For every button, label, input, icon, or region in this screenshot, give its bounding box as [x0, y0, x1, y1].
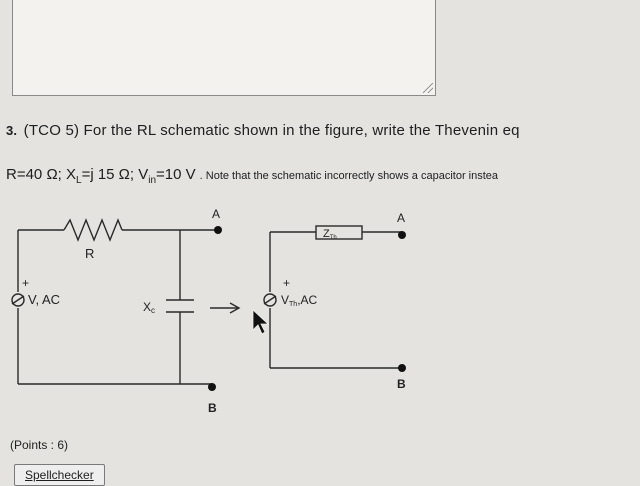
left-terminal-a-label: A — [212, 207, 220, 221]
left-terminal-b-label: B — [208, 401, 217, 415]
question-number: 3. — [6, 123, 18, 138]
schematic-note: . Note that the schematic incorrectly sh… — [199, 170, 499, 182]
points-label: (Points : 6) — [10, 438, 69, 452]
left-source-plus: + — [22, 276, 29, 290]
given-voltage: =10 V — [156, 166, 196, 183]
right-terminal-a-label: A — [397, 211, 405, 225]
capacitor-plates — [166, 299, 194, 313]
right-source-label: VTh,AC — [281, 293, 318, 308]
resistor-label: R — [85, 246, 94, 261]
left-ac-source — [11, 293, 25, 307]
right-terminal-b-label: B — [397, 377, 406, 391]
resistor-symbol — [63, 218, 123, 242]
capacitor-label: Xc — [143, 300, 155, 315]
question-prompt: (TCO 5) For the RL schematic shown in th… — [23, 122, 520, 139]
left-terminal-a — [214, 226, 222, 234]
spellchecker-button[interactable]: Spellchecker — [14, 464, 105, 486]
given-resistance: R=40 Ω; X — [6, 166, 76, 183]
textarea-resize-handle[interactable] — [423, 83, 433, 93]
right-terminal-a — [398, 231, 406, 239]
question-text: 3. (TCO 5) For the RL schematic shown in… — [6, 122, 520, 139]
circuit-schematic: R + V, AC Xc A B ZTh + VTh,AC A B — [11, 207, 406, 415]
given-xl-subscript: L — [76, 175, 82, 186]
left-terminal-b — [208, 383, 216, 391]
given-vin-subscript: in — [148, 175, 157, 186]
impedance-label: ZTh — [323, 228, 337, 241]
impedance-box — [315, 225, 363, 240]
right-ac-source — [263, 293, 277, 307]
given-values: R=40 Ω; XL=j 15 Ω; Vin=10 V. Note that t… — [6, 166, 498, 186]
answer-textarea[interactable] — [12, 0, 436, 96]
given-reactance: =j 15 Ω; V — [81, 166, 149, 183]
right-source-plus: + — [283, 276, 290, 290]
right-terminal-b — [398, 364, 406, 372]
left-source-label: V, AC — [28, 292, 60, 307]
mouse-cursor — [252, 309, 270, 335]
